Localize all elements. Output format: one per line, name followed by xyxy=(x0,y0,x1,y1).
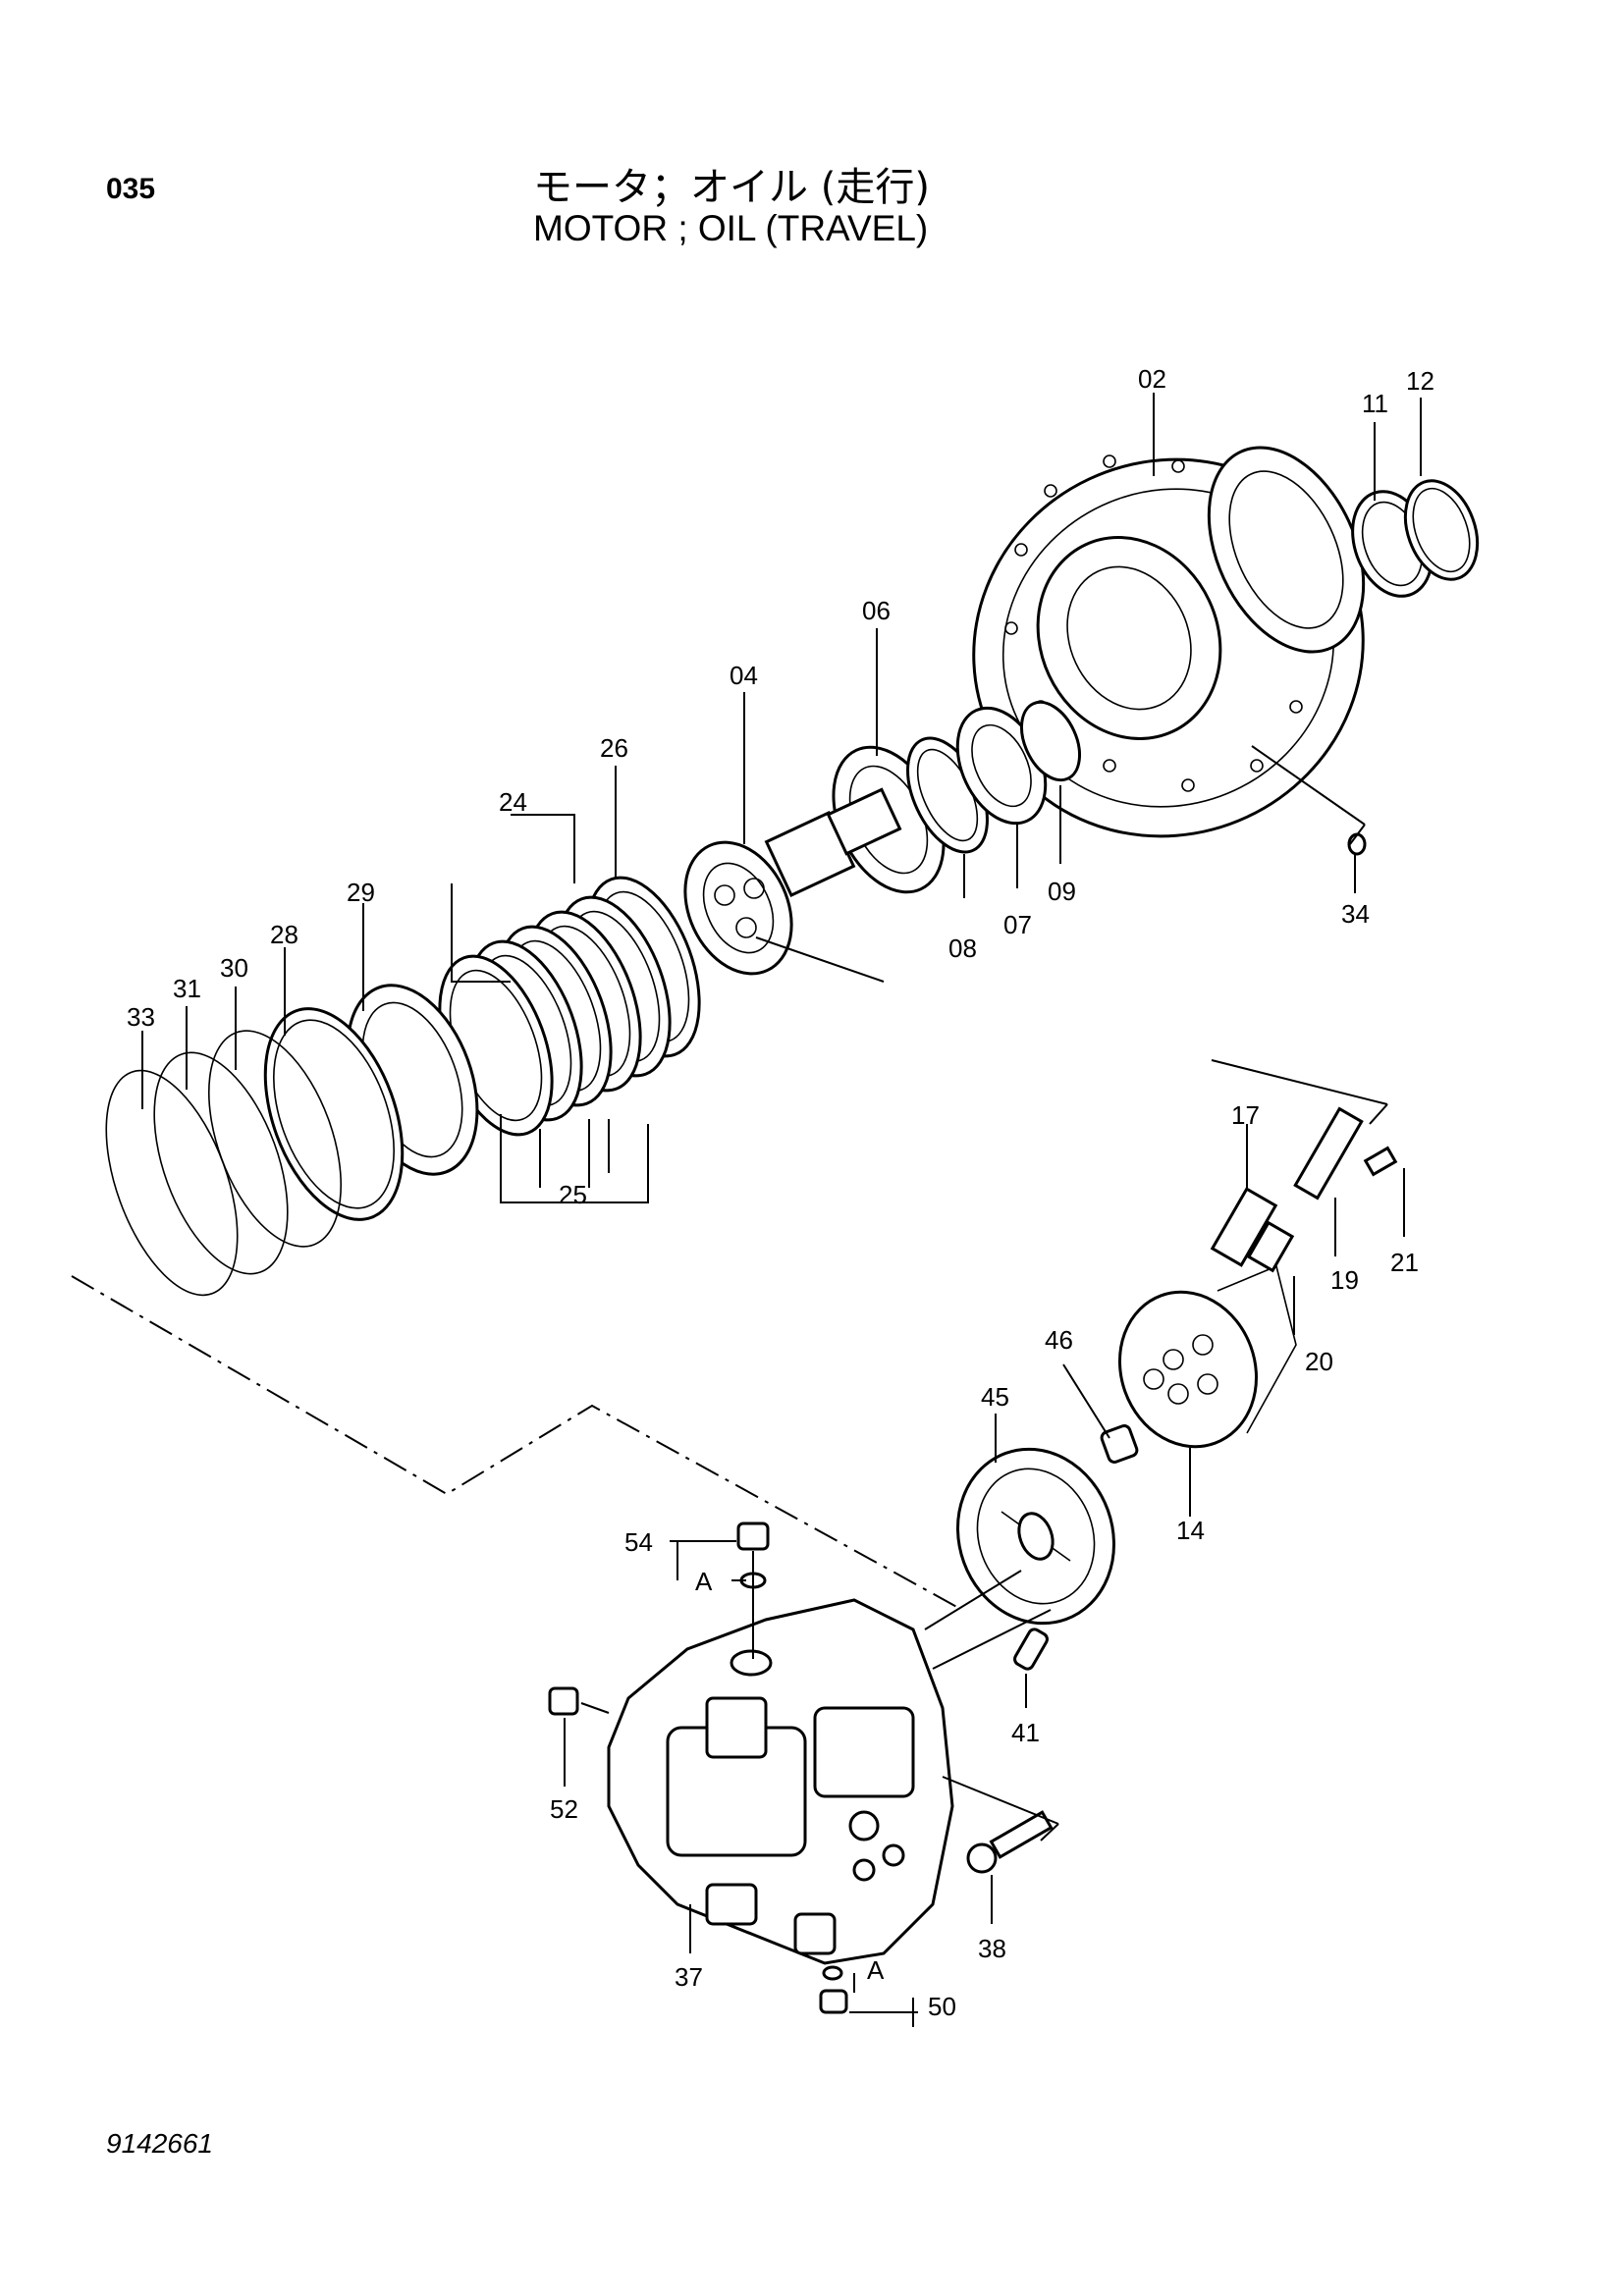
assembly-lines xyxy=(71,745,1388,1842)
part-spring-20 xyxy=(1246,1220,1295,1273)
part-pin-41 xyxy=(1013,1628,1049,1671)
callout-A-lower: A xyxy=(867,1955,885,1985)
callout-02: 02 xyxy=(1138,364,1166,394)
part-brake-disks xyxy=(438,876,701,1137)
page-number: 035 xyxy=(106,173,156,205)
callout-26: 26 xyxy=(600,733,628,763)
callout-04: 04 xyxy=(730,661,758,690)
part-cylinder-block-14 xyxy=(1117,1264,1297,1449)
callout-25: 25 xyxy=(559,1180,587,1209)
title-english: MOTOR ; OIL (TRAVEL) xyxy=(533,208,929,248)
callout-17: 17 xyxy=(1231,1100,1260,1130)
callout-20: 20 xyxy=(1305,1347,1333,1376)
part-o-ring-34 xyxy=(1347,832,1367,856)
callout-14: 14 xyxy=(1176,1516,1205,1545)
part-valve-casing-37 xyxy=(607,1598,954,1965)
callout-34: 34 xyxy=(1341,899,1370,929)
callout-11: 11 xyxy=(1362,389,1388,418)
callout-06: 06 xyxy=(862,596,891,625)
part-shaft-19 xyxy=(1293,1106,1364,1201)
callout-30: 30 xyxy=(220,953,248,983)
part-snap-ring-12 xyxy=(1403,479,1480,581)
callout-labels: 02 12 11 06 04 26 24 29 28 30 31 33 25 0… xyxy=(127,364,1434,2021)
callout-52: 52 xyxy=(550,1794,578,1824)
part-pin-21 xyxy=(1363,1146,1398,1177)
document-code: 9142661 xyxy=(106,2128,214,2159)
callout-28: 28 xyxy=(270,920,298,949)
callout-54: 54 xyxy=(624,1527,653,1557)
part-plug-50 xyxy=(819,1965,848,2014)
part-plug-52 xyxy=(548,1686,579,1716)
callout-lines xyxy=(141,393,1422,2027)
callout-12: 12 xyxy=(1406,366,1434,396)
callout-29: 29 xyxy=(347,878,375,907)
callout-33: 33 xyxy=(127,1002,155,1032)
part-hub-housing xyxy=(972,446,1366,838)
callout-19: 19 xyxy=(1330,1265,1359,1295)
callout-45: 45 xyxy=(981,1382,1009,1412)
callout-46: 46 xyxy=(1045,1325,1073,1355)
part-piston-17 xyxy=(1210,1187,1278,1267)
callout-38: 38 xyxy=(978,1934,1006,1963)
callout-07: 07 xyxy=(1003,910,1032,939)
part-ring-31 xyxy=(153,1051,289,1275)
callout-31: 31 xyxy=(173,974,201,1003)
callout-37: 37 xyxy=(675,1962,703,1992)
part-gear-shaft-04 xyxy=(683,787,902,976)
callout-21: 21 xyxy=(1390,1248,1419,1277)
title-japanese: モータ；オイル (走行) xyxy=(533,165,930,210)
callout-09: 09 xyxy=(1048,877,1076,906)
callout-24: 24 xyxy=(499,787,527,817)
callout-41: 41 xyxy=(1011,1718,1040,1747)
part-ring-09 xyxy=(1019,700,1082,782)
callout-50: 50 xyxy=(928,1992,956,2021)
callout-08: 08 xyxy=(948,934,977,963)
part-seal-33 xyxy=(105,1069,239,1297)
part-valve-plate-45 xyxy=(956,1447,1115,1626)
part-bolt-38 xyxy=(966,1810,1054,1874)
part-ring-28 xyxy=(263,1007,405,1221)
part-pin-46 xyxy=(1100,1424,1139,1464)
callout-A-upper: A xyxy=(695,1567,713,1596)
